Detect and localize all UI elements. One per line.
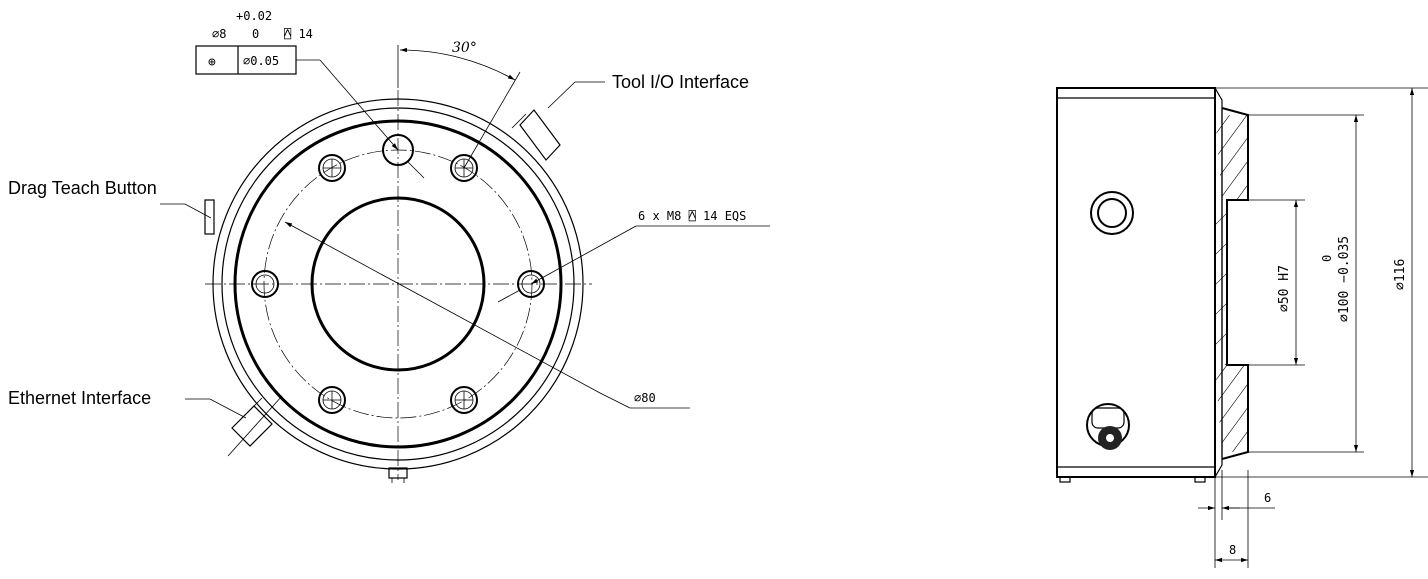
- drag-teach-button: [204, 199, 215, 235]
- callout-drag-teach: Drag Teach Button: [8, 178, 157, 198]
- pilot-dim: ⌀100 −0.035: [1337, 236, 1352, 322]
- pin-hole-diameter: ⌀8: [212, 27, 226, 41]
- bottom-screw: [388, 467, 408, 483]
- position-symbol: ⊕: [208, 55, 216, 70]
- step2-dim: 8: [1229, 543, 1236, 557]
- front-view: 30° +0.02 ⌀8 0 ⍓ 14 ⊕ ⌀0.05 6 x M8 ⍓ 14 …: [8, 9, 770, 483]
- pin-hole: [382, 134, 414, 166]
- pin-hole-tol-lower: 0: [252, 27, 259, 41]
- callout-tool-io: Tool I/O Interface: [612, 72, 749, 92]
- outer-dim: ⌀116: [1393, 259, 1408, 290]
- position-tolerance-frame: ⊕ ⌀0.05: [195, 45, 297, 75]
- side-view: ⌀50 H7 0 ⌀100 −0.035 ⌀116 6 8: [1056, 87, 1428, 568]
- pin-hole-tol-upper: +0.02: [236, 9, 272, 23]
- tool-io-connector: [511, 109, 561, 161]
- pin-hole-depth: ⍓ 14: [284, 27, 313, 41]
- position-tolerance: ⌀0.05: [243, 54, 279, 68]
- side-connector: [1086, 403, 1130, 450]
- step1-dim: 6: [1264, 491, 1271, 505]
- bore-dim: ⌀50 H7: [1277, 265, 1292, 312]
- callout-ethernet: Ethernet Interface: [8, 388, 151, 408]
- thread-spec: 6 x M8 ⍓ 14 EQS: [638, 209, 746, 223]
- ethernet-connector: [231, 397, 273, 447]
- side-button: [1090, 191, 1134, 235]
- pcd-label: ⌀80: [634, 391, 656, 405]
- pilot-tol-upper: 0: [1320, 255, 1334, 262]
- angle-label: 30°: [452, 40, 477, 56]
